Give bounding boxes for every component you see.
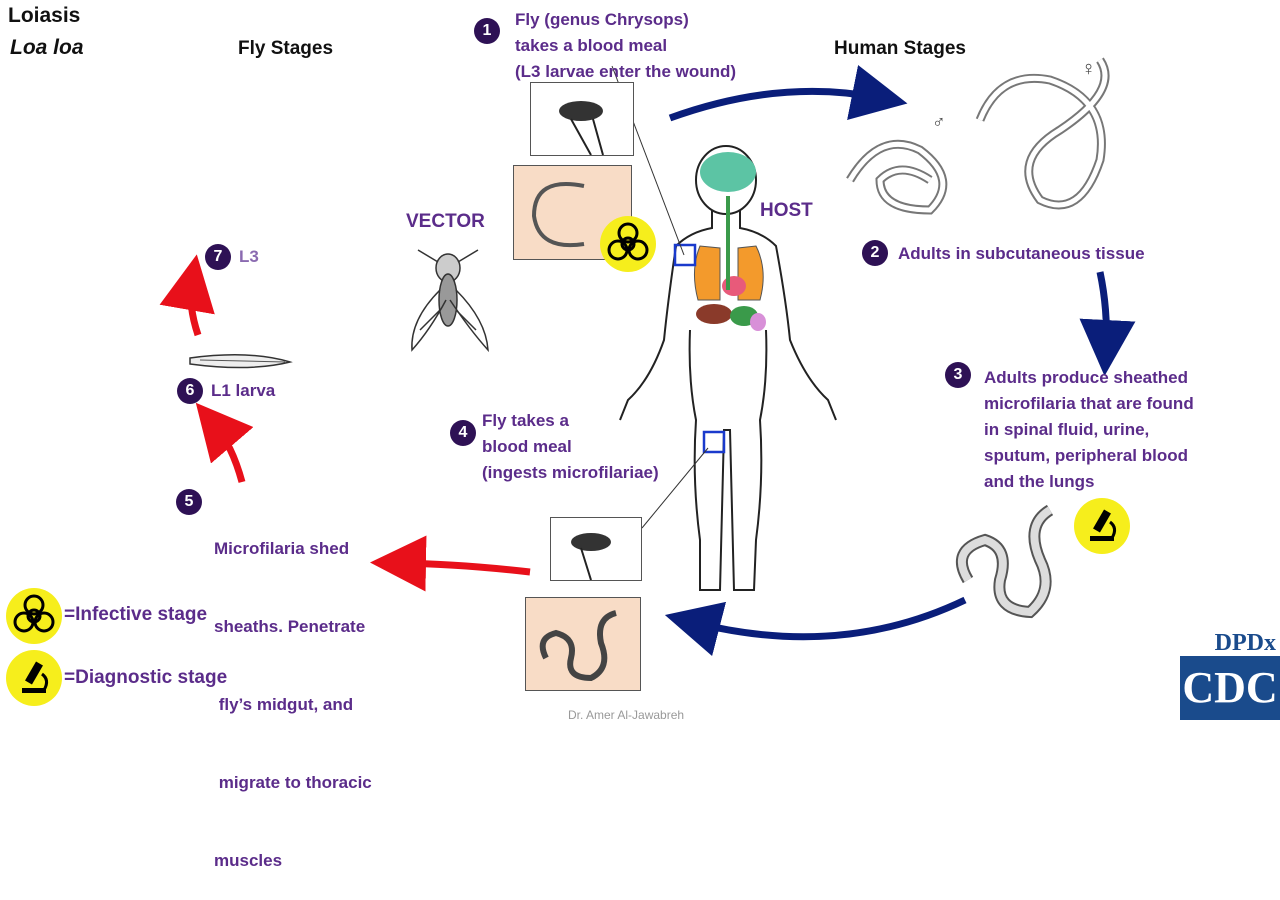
vector-label: VECTOR [406, 211, 485, 232]
fly-bite-illustration [559, 101, 604, 156]
step-5-line-5: muscles [214, 851, 283, 870]
legend-diagnostic-label: =Diagnostic stage [64, 667, 228, 688]
step-2-line-1: Adults in subcutaneous tissue [898, 244, 1145, 263]
step-7-badge: 7 [205, 244, 231, 270]
step-1-line-1: Fly (genus Chrysops) [515, 10, 689, 29]
page-title: Loiasis [8, 4, 81, 27]
l1-larva [189, 354, 293, 369]
step-5-line-3: fly’s midgut, and [214, 695, 354, 714]
life-cycle-diagram [159, 57, 1136, 657]
cdc-logo: CDC [1180, 656, 1280, 720]
microscope-icon [1090, 509, 1117, 541]
microscope-icon [22, 661, 49, 693]
step-6-badge: 6 [177, 378, 203, 404]
step-3-badge: 3 [945, 362, 971, 388]
legend-infective-label: =Infective stage [64, 604, 208, 625]
step-4-line-2: blood meal [482, 437, 572, 456]
lungs [694, 245, 764, 301]
step-5-text: Microfilaria shed sheaths. Penetrate fly… [214, 484, 372, 900]
arrow-6-to-7 [159, 254, 215, 337]
female-symbol: ♀ [1081, 58, 1096, 80]
step-1-text: Fly (genus Chrysops) takes a blood meal … [515, 7, 736, 85]
brain [700, 152, 756, 192]
step-1-line-2: takes a blood meal [515, 36, 668, 55]
step-7-line-1: L3 [239, 247, 259, 266]
l3-larva-illustration [531, 182, 585, 248]
male-symbol: ♂ [932, 112, 946, 132]
page-subtitle: Loa loa [10, 36, 84, 59]
arrow-1-to-2 [668, 65, 908, 122]
step-2-text: Adults in subcutaneous tissue [898, 241, 1145, 267]
step-2-badge: 2 [862, 240, 888, 266]
step-6-text: L1 larva [211, 378, 275, 404]
arrow-4-to-5 [370, 535, 531, 592]
fly-feeding-illustration [571, 533, 611, 581]
step-7-text: L3 [239, 244, 259, 270]
step-6-line-1: L1 larva [211, 381, 276, 400]
step-3-line-5: and the lungs [984, 472, 1095, 491]
step-1-line-3: (L3 larvae enter the wound) [515, 62, 737, 81]
adult-worms [846, 57, 1110, 215]
step-4-line-3: (ingests microfilariae) [482, 463, 659, 482]
human-stages-heading: Human Stages [834, 38, 966, 59]
microfilariae-image [525, 597, 641, 691]
fly-bite-image-top [530, 82, 634, 156]
biohazard-icon [607, 222, 649, 261]
skin-box-leg [702, 430, 726, 454]
step-4-text: Fly takes a blood meal (ingests microfil… [482, 408, 659, 486]
step-3-line-4: sputum, peripheral blood [984, 446, 1189, 465]
microfilariae-illustration [539, 610, 617, 682]
skin-box-arm [673, 243, 697, 267]
human-body [619, 145, 837, 591]
vector-fly [411, 249, 489, 353]
arrow-3-to-4 [664, 596, 967, 657]
step-5-badge: 5 [176, 489, 202, 515]
biohazard-icon [13, 594, 55, 633]
step-3-line-1: Adults produce sheathed [984, 368, 1189, 387]
step-3-line-2: microfilaria that are found [984, 394, 1194, 413]
host-label: HOST [760, 200, 813, 221]
fly-bite-image-bottom [550, 517, 642, 581]
diagnostic-stage-icon [1074, 498, 1130, 554]
arrow-5-to-6 [195, 402, 254, 483]
step-5-line-4: migrate to thoracic [214, 773, 372, 792]
step-5-line-2: sheaths. Penetrate [214, 617, 366, 636]
step-4-line-1: Fly takes a [482, 411, 569, 430]
legend-infective-icon [6, 588, 62, 644]
infective-stage-icon [600, 216, 656, 272]
step-3-text: Adults produce sheathed microfilaria tha… [984, 365, 1194, 495]
author-credit: Dr. Amer Al-Jawabreh [568, 708, 685, 722]
step-1-badge: 1 [474, 18, 500, 44]
step-5-line-1: Microfilaria shed [214, 539, 350, 558]
heart [722, 276, 746, 296]
step-3-line-3: in spinal fluid, urine, [984, 420, 1150, 439]
legend-diagnostic-icon [6, 650, 62, 706]
fly-stages-heading: Fly Stages [238, 38, 334, 59]
step-4-badge: 4 [450, 420, 476, 446]
arrow-2-to-3 [1079, 271, 1136, 376]
intestine [750, 313, 766, 331]
dpdx-logo: DPDx [1214, 630, 1276, 656]
liver [696, 304, 732, 324]
